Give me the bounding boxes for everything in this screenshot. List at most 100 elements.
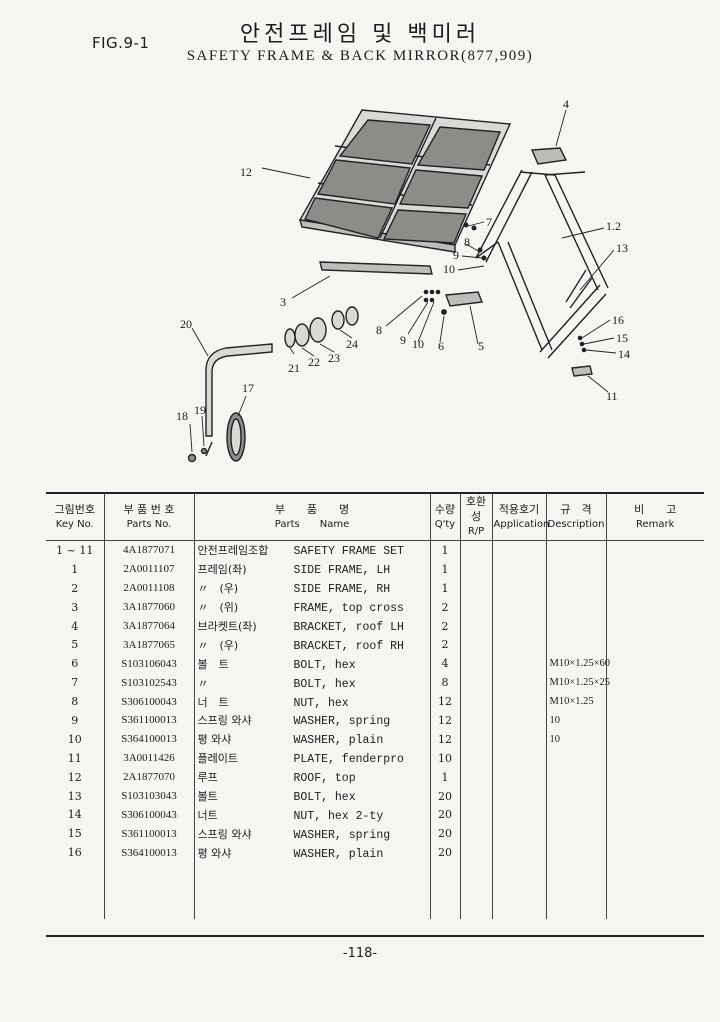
cell-qty: 20: [429, 843, 460, 863]
cell-qty: 1: [429, 578, 460, 598]
cell-parts-name: [193, 862, 430, 882]
cell-name-english: ROOF, top: [293, 772, 356, 786]
cell-rp: [459, 748, 492, 768]
page-title-english: SAFETY FRAME & BACK MIRROR(877,909): [186, 48, 534, 64]
svg-text:14: 14: [618, 347, 630, 361]
cell-rp: [459, 597, 492, 617]
cell-application: [491, 654, 546, 674]
cell-rp: [459, 711, 492, 730]
cell-application: [491, 805, 546, 825]
cell-remark: [605, 786, 704, 806]
cell-qty: 2: [429, 597, 460, 617]
cell-key: 2: [71, 581, 79, 595]
cell-application: [491, 540, 546, 560]
cell-description: [545, 862, 606, 882]
cell-parts-no: S306100043: [103, 805, 194, 825]
cell-remark: [605, 711, 704, 730]
svg-text:12: 12: [240, 165, 252, 179]
svg-text:6: 6: [438, 339, 444, 353]
cell-application: [491, 578, 546, 598]
cell-rp: [459, 729, 492, 749]
cell-qty: 4: [429, 654, 460, 674]
cell-description: M10×1.25×60: [545, 654, 610, 674]
cell-rp: [459, 805, 492, 825]
cell-name-korean: 〃 (우): [197, 638, 239, 652]
svg-text:16: 16: [612, 313, 624, 327]
cell-name-korean: 볼 트: [197, 657, 229, 671]
cell-parts-no: S103103043: [103, 786, 194, 806]
cell-rp: [459, 843, 492, 863]
cell-name-english: WASHER, spring: [293, 715, 391, 729]
cell-key: 5: [71, 638, 79, 652]
page-title-korean: 안전프레임 및 백미러: [239, 22, 481, 47]
cell-key: [46, 862, 104, 881]
cell-application: [491, 597, 546, 617]
cell-key: 4: [71, 619, 79, 633]
cell-application: [491, 692, 546, 712]
svg-text:3: 3: [280, 295, 286, 309]
cell-qty: 20: [429, 786, 460, 806]
roof-panel: [298, 109, 512, 253]
cell-name-korean: 너 트: [197, 695, 229, 709]
cell-parts-name: 〃 (우)SIDE FRAME, RH: [193, 578, 430, 598]
cell-name-english: SAFETY FRAME SET: [293, 545, 404, 559]
svg-text:1.2: 1.2: [606, 219, 621, 233]
cell-application: [491, 862, 546, 882]
cell-qty: [429, 881, 460, 900]
cell-rp: [459, 692, 492, 712]
cell-remark: [605, 578, 704, 598]
cell-parts-no: S103106043: [103, 654, 194, 674]
top-cross-frame: [319, 261, 433, 275]
cell-name-english: WASHER, spring: [293, 828, 391, 842]
svg-text:21: 21: [288, 361, 300, 375]
cell-remark: [605, 540, 704, 560]
cell-name-english: NUT, hex 2-ty: [293, 809, 384, 823]
cell-remark: [605, 748, 704, 768]
cell-rp: [459, 673, 492, 693]
cell-description: M10×1.25×25: [545, 673, 610, 693]
callout-numbers: 12 4 1.2 13 7 8 9 10 3 8 9 10 6 5 16 15 …: [176, 97, 630, 423]
table-bottom-rule: [46, 935, 704, 937]
cell-rp: [459, 862, 492, 882]
cell-remark: [605, 862, 704, 882]
cell-name-korean: 볼트: [197, 790, 218, 804]
cell-parts-no: 3A0011426: [103, 748, 194, 768]
cell-parts-no: S364100013: [103, 843, 194, 863]
svg-text:17: 17: [242, 381, 254, 395]
cell-application: [491, 729, 546, 749]
bracket-roof-lh: [530, 147, 568, 165]
cell-name-korean: 〃 (우): [197, 582, 239, 596]
cell-description: [545, 578, 606, 598]
cell-remark: [605, 673, 704, 693]
cell-rp: [459, 767, 492, 787]
cell-qty: 8: [429, 673, 460, 693]
page-number: -118-: [342, 946, 378, 961]
cell-name-korean: 스프링 와샤: [197, 714, 252, 728]
cell-parts-no: 3A1877060: [103, 597, 194, 617]
cell-application: [491, 711, 546, 730]
svg-text:18: 18: [176, 409, 188, 423]
cell-name-korean: 스프링 와샤: [197, 827, 252, 841]
cell-qty: 1: [429, 767, 460, 787]
cell-qty: [429, 862, 460, 882]
cell-rp: [459, 540, 492, 560]
cell-name-korean: 브라켓트(좌): [197, 620, 257, 633]
svg-text:5: 5: [478, 339, 484, 353]
cell-name-english: SIDE FRAME, LH: [293, 564, 391, 578]
cell-name-english: BOLT, hex: [293, 677, 356, 691]
